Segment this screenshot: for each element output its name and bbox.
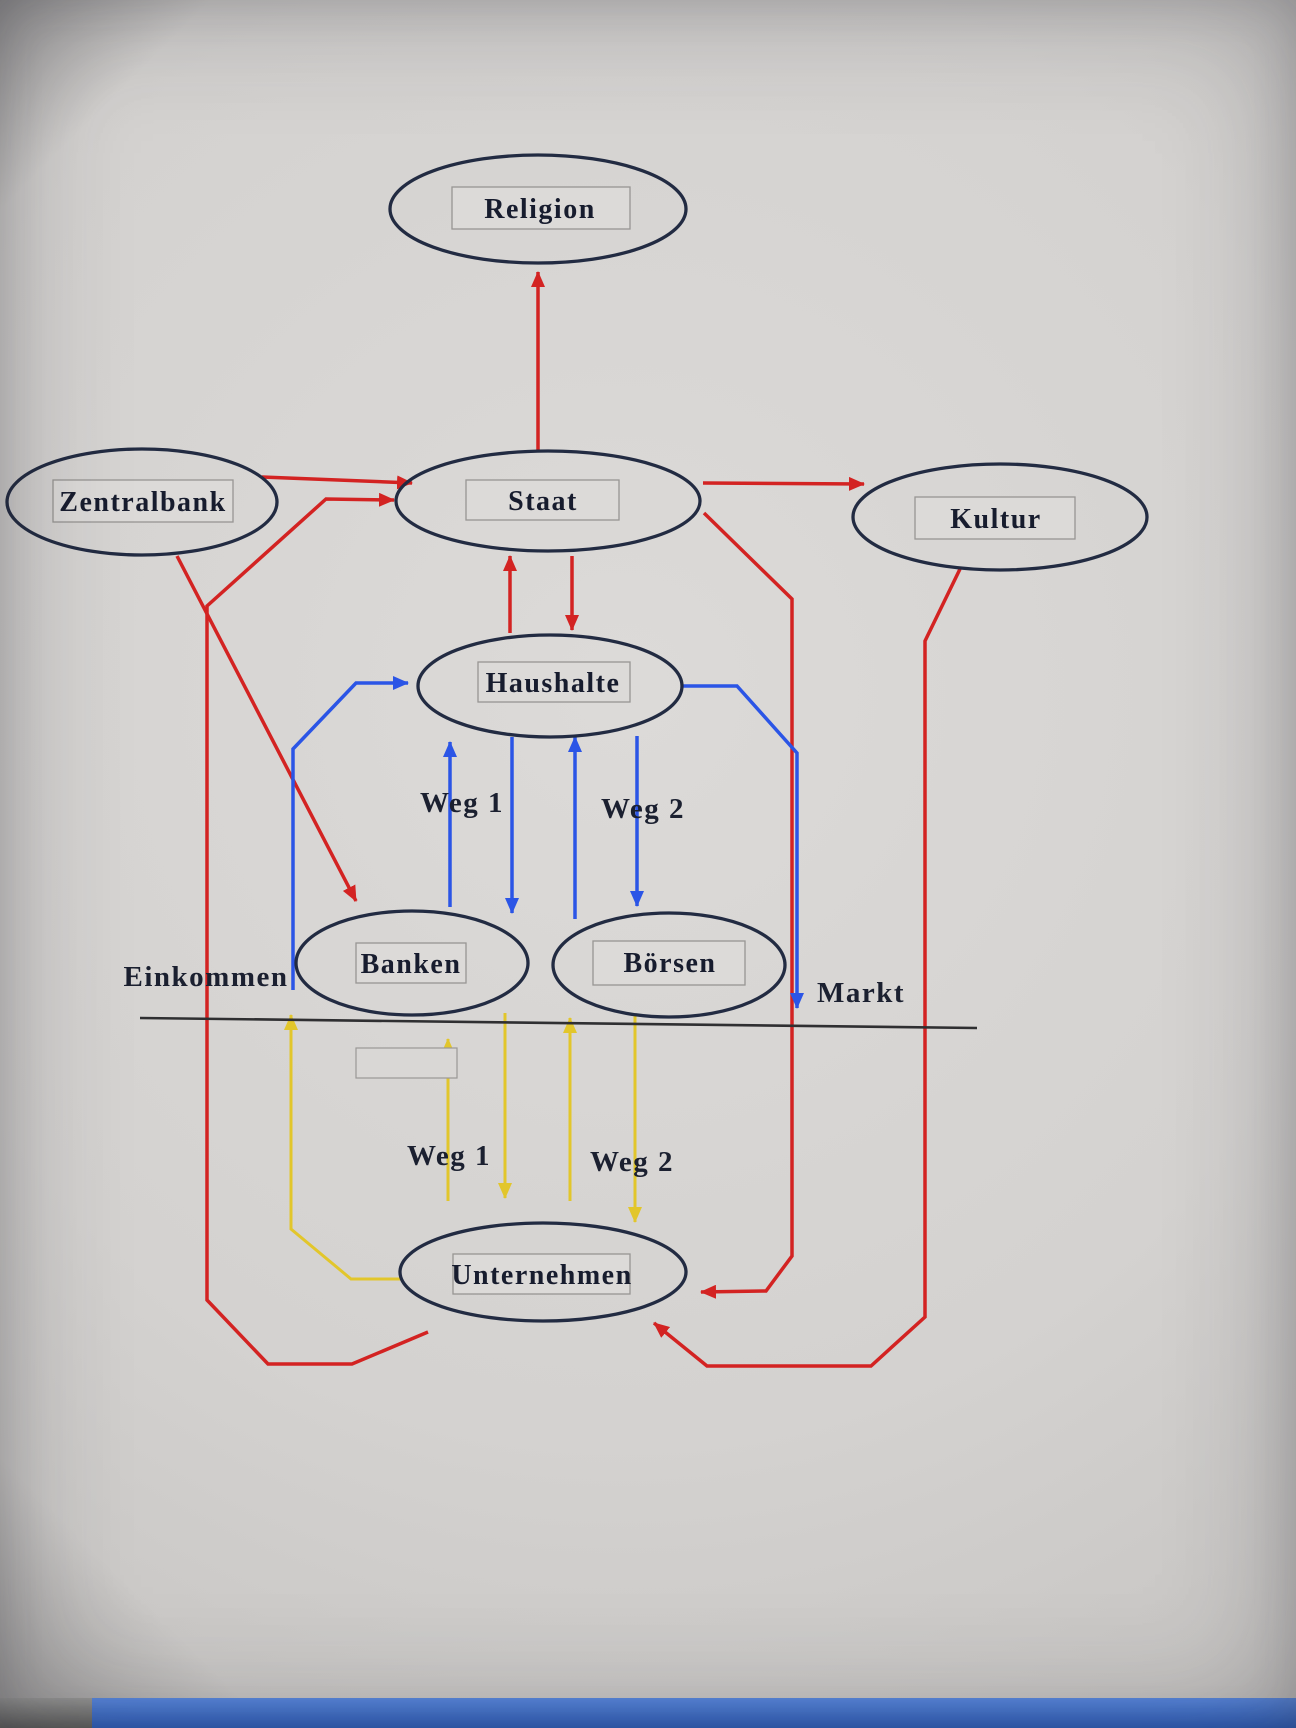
flow-label-weg1-upper: Weg 1 — [420, 787, 504, 819]
node-religion — [388, 153, 688, 265]
label-box-haushalte — [477, 661, 631, 703]
taskbar-left-corner — [0, 1698, 92, 1728]
flow-label-weg1-lower: Weg 1 — [407, 1140, 491, 1172]
arrow-staat-to-unternehmen-inner-right — [700, 511, 794, 1299]
label-box-religion — [451, 186, 631, 230]
node-unternehmen — [398, 1221, 688, 1323]
arrow-banken-to-haushalte-left-loop — [291, 676, 409, 990]
node-zentralbank — [5, 447, 279, 557]
node-label-boersen: Börsen — [624, 948, 717, 979]
arrow-unternehmen-to-staat-left-loop — [205, 492, 429, 1366]
node-boersen — [551, 911, 787, 1019]
arrow-unternehmen-to-banken-left-loop — [284, 1014, 401, 1281]
taskbar-strip — [92, 1698, 1296, 1728]
node-kultur — [851, 462, 1149, 572]
node-label-haushalte: Haushalte — [486, 668, 621, 699]
label-box-boersen — [592, 940, 746, 986]
node-haushalte — [416, 633, 684, 739]
node-label-staat: Staat — [508, 486, 578, 517]
label-box-kultur — [914, 496, 1076, 540]
arrow-staat-to-kultur — [702, 476, 865, 491]
node-label-kultur: Kultur — [950, 504, 1041, 535]
flow-label-einkommen: Einkommen — [124, 961, 289, 993]
label-box-zentralbank — [52, 479, 234, 523]
arrow-haushalte-to-markt — [683, 684, 804, 1009]
node-label-zentralbank: Zentralbank — [59, 487, 226, 518]
flow-label-weg2-upper: Weg 2 — [601, 793, 685, 825]
node-label-religion: Religion — [484, 194, 596, 225]
market-divider-line — [139, 1016, 978, 1030]
label-box-banken — [355, 942, 467, 984]
node-staat — [394, 449, 702, 553]
node-banken — [294, 909, 530, 1017]
arrow-zentralbank-to-banken — [175, 555, 358, 902]
arrow-zentralbank-to-staat — [261, 475, 413, 490]
label-box-staat — [465, 479, 620, 521]
flow-label-markt: Markt — [817, 977, 905, 1009]
node-label-banken: Banken — [361, 949, 462, 980]
arrow-kultur-to-unternehmen-outer-right — [652, 568, 962, 1368]
flow-label-weg2-lower: Weg 2 — [590, 1146, 674, 1178]
empty-box-below-banken — [355, 1047, 458, 1079]
label-box-unternehmen — [452, 1253, 631, 1295]
node-label-unternehmen: Unternehmen — [451, 1260, 632, 1291]
